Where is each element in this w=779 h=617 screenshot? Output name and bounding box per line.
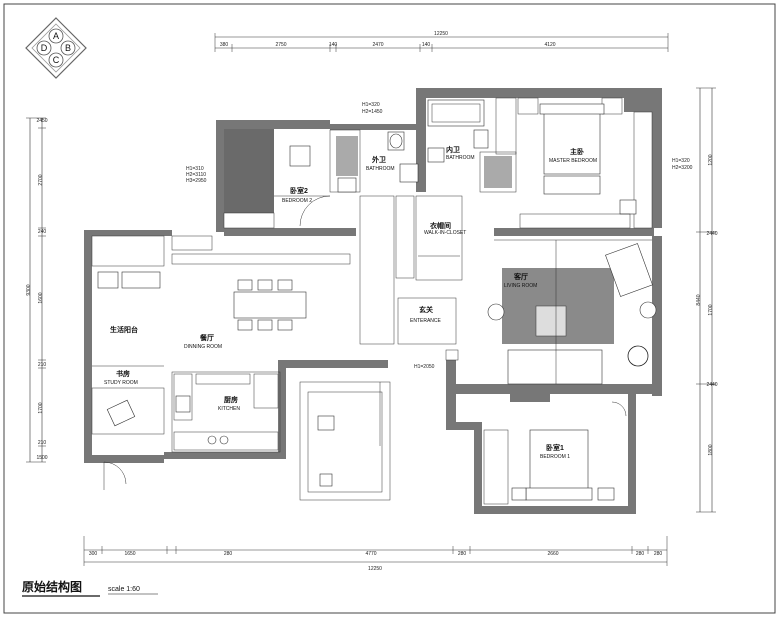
left-dim-1: 2450 — [36, 118, 47, 124]
top-dim-3: 140 — [329, 42, 338, 48]
lower-center-room — [299, 381, 391, 501]
bedroom-2: 卧室2 BEDROOM 2 H1=310 H2=3110 H3=2950 — [186, 129, 331, 229]
left-dim-3: 240 — [38, 229, 47, 235]
overall-height-label: 9300 — [26, 284, 32, 295]
bottom-dimension-lines: 300 1650 280 4770 280 2660 280 280 12250 — [83, 536, 668, 572]
left-rooms: 生活阳台 书房 STUDY ROOM — [91, 235, 165, 490]
master-cn-label: 主卧 — [570, 147, 584, 156]
bed2-height-note-3: H3=2950 — [186, 178, 207, 184]
left-dim-2: 2700 — [38, 174, 44, 185]
bedroom-1: 卧室1 BEDROOM 1 — [483, 401, 627, 505]
bedroom2-cn-label: 卧室2 — [290, 186, 308, 195]
left-dim-4: 1600 — [38, 292, 44, 303]
drawing-scale: scale 1:60 — [108, 586, 140, 593]
right-dim-2: 1200 — [708, 154, 714, 165]
top-dimension-lines: 12250 380 2750 140 2470 140 4120 — [214, 31, 669, 52]
entrance-en-label: ENTERANCE — [410, 318, 442, 324]
kitchen-cn-label: 厨房 — [224, 395, 238, 404]
abcd-logo: A B C D — [25, 17, 87, 79]
living-cn-label: 客厅 — [513, 272, 528, 281]
right-dim-1: 8440 — [696, 294, 702, 305]
overall-bottom-label: 12250 — [368, 566, 382, 572]
entrance-cn-label: 玄关 — [419, 305, 433, 314]
master-height-note-1: H1=320 — [672, 158, 690, 164]
left-dimension-lines: 9300 2450 2700 240 1600 210 1700 210 150… — [26, 117, 48, 463]
bottom-dim-1: 300 — [89, 551, 98, 557]
bottom-dim-5: 280 — [458, 551, 467, 557]
bedroom2-en-label: BEDROOM 2 — [282, 198, 312, 204]
right-dim-6: 1800 — [708, 444, 714, 455]
master-height-note-2: H2=3200 — [672, 165, 693, 171]
overall-width-label: 12250 — [434, 31, 448, 37]
right-dim-3: 2440 — [706, 231, 717, 237]
drawing-title: 原始结构图 scale 1:60 — [22, 579, 158, 597]
left-dim-6: 1700 — [38, 402, 44, 413]
bath-height-note-1: H1=320 — [362, 102, 380, 108]
balcony-cn-label: 生活阳台 — [110, 325, 138, 334]
bath-ext-cn-label: 外卫 — [372, 155, 386, 164]
top-dim-2: 2750 — [275, 42, 286, 48]
bath-int-cn-label: 内卫 — [446, 145, 460, 154]
left-dim-8: 1500 — [36, 455, 47, 461]
bottom-dim-6: 2660 — [547, 551, 558, 557]
bottom-dim-3: 280 — [224, 551, 233, 557]
drawing-title-cn: 原始结构图 — [22, 579, 82, 594]
bath-height-note-2: H2=1450 — [362, 109, 383, 115]
walls — [84, 88, 662, 514]
master-en-label: MASTER BEDROOM — [549, 158, 597, 164]
bedroom1-en-label: BEDROOM 1 — [540, 454, 570, 460]
study-cn-label: 书房 — [116, 369, 130, 378]
bathroom-external: 外卫 BATHROOM H1=320 H2=1450 — [329, 102, 419, 193]
master-bedroom: 主卧 MASTER BEDROOM H1=320 H2=3200 — [517, 97, 693, 229]
right-dimension-lines: 8440 1200 2440 1700 2440 1800 — [696, 87, 718, 513]
dining-cn-label: 餐厅 — [199, 333, 214, 342]
top-dim-6: 4120 — [544, 42, 555, 48]
bath-ext-en-label: BATHROOM — [366, 166, 395, 172]
bottom-dim-7: 280 — [636, 551, 645, 557]
closet-en-label: WALK-IN-CLOSET — [424, 230, 466, 236]
bed2-height-note-1: H1=310 — [186, 166, 204, 172]
top-dim-1: 380 — [220, 42, 229, 48]
walk-in-closet: 衣帽间 WALK-IN-CLOSET — [359, 195, 466, 345]
left-dim-5: 210 — [38, 362, 47, 368]
drawing-frame — [3, 3, 776, 614]
bath-int-en-label: BATHROOM — [446, 155, 475, 161]
bedroom1-cn-label: 卧室1 — [546, 443, 564, 452]
logo-letter-b: B — [65, 43, 71, 53]
top-dim-4: 2470 — [372, 42, 383, 48]
logo-letter-c: C — [53, 55, 60, 65]
study-en-label: STUDY ROOM — [104, 380, 138, 386]
bathroom-internal: 内卫 BATHROOM — [427, 97, 517, 193]
closet-cn-label: 衣帽间 — [430, 221, 451, 230]
logo-letter-d: D — [41, 43, 48, 53]
bed2-height-note-2: H2=3110 — [186, 172, 206, 178]
dining-room: 餐厅 DINNING ROOM — [171, 235, 351, 350]
right-dim-4: 1700 — [708, 304, 714, 315]
right-dim-5: 2440 — [706, 382, 717, 388]
living-room: 客厅 LIVING ROOM — [487, 239, 657, 385]
kitchen: 厨房 KITCHEN — [171, 371, 281, 453]
top-dim-5: 140 — [422, 42, 431, 48]
logo-letter-a: A — [53, 31, 59, 41]
left-dim-7: 210 — [38, 440, 47, 446]
door-height-note: H1=2050 — [414, 364, 435, 370]
dining-en-label: DINNING ROOM — [184, 344, 222, 350]
bottom-dim-4: 4770 — [365, 551, 376, 557]
bottom-dim-2: 1650 — [124, 551, 135, 557]
living-en-label: LIVING ROOM — [504, 283, 537, 289]
kitchen-en-label: KITCHEN — [218, 406, 240, 412]
entrance: 玄关 ENTERANCE H1=2050 — [397, 297, 459, 370]
bottom-dim-8: 280 — [654, 551, 663, 557]
